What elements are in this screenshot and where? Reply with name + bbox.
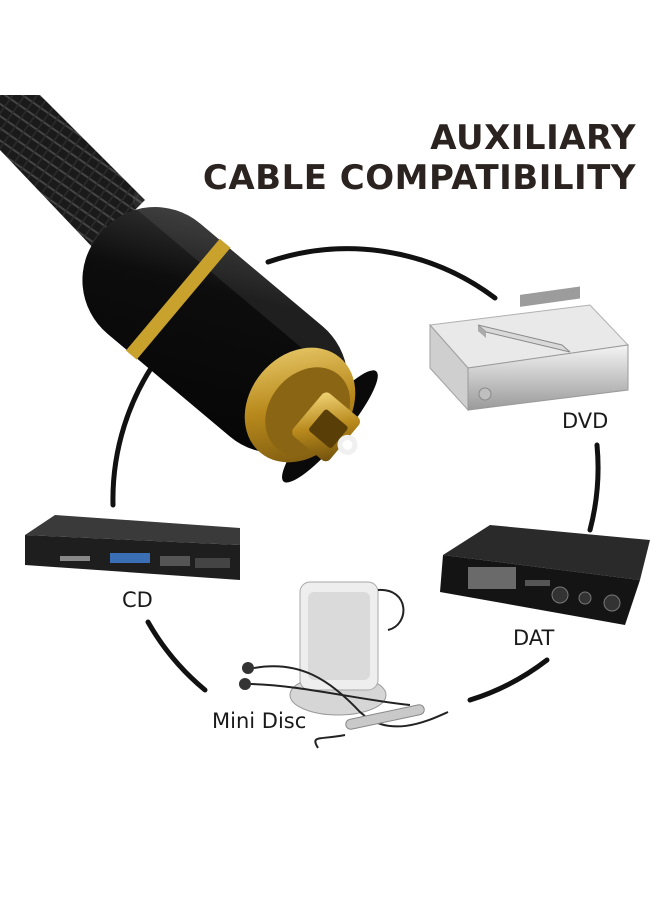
cd-player-image: [25, 515, 240, 580]
label-cd: CD: [122, 588, 153, 612]
dat-recorder-image: [440, 525, 650, 625]
title-line-2: CABLE COMPATIBILITY: [202, 158, 636, 198]
remote-control-icon: [477, 324, 571, 353]
title-line-1: AUXILIARY: [430, 118, 636, 158]
label-dat: DAT: [513, 626, 555, 650]
toslink-plug: [82, 184, 378, 483]
label-dvd: DVD: [562, 409, 609, 433]
label-minidisc: Mini Disc: [212, 709, 307, 733]
compatibility-ring: [110, 246, 601, 703]
cable: [0, 95, 145, 250]
dvd-player-image: [428, 286, 630, 412]
minidisc-player-image: [239, 581, 449, 749]
